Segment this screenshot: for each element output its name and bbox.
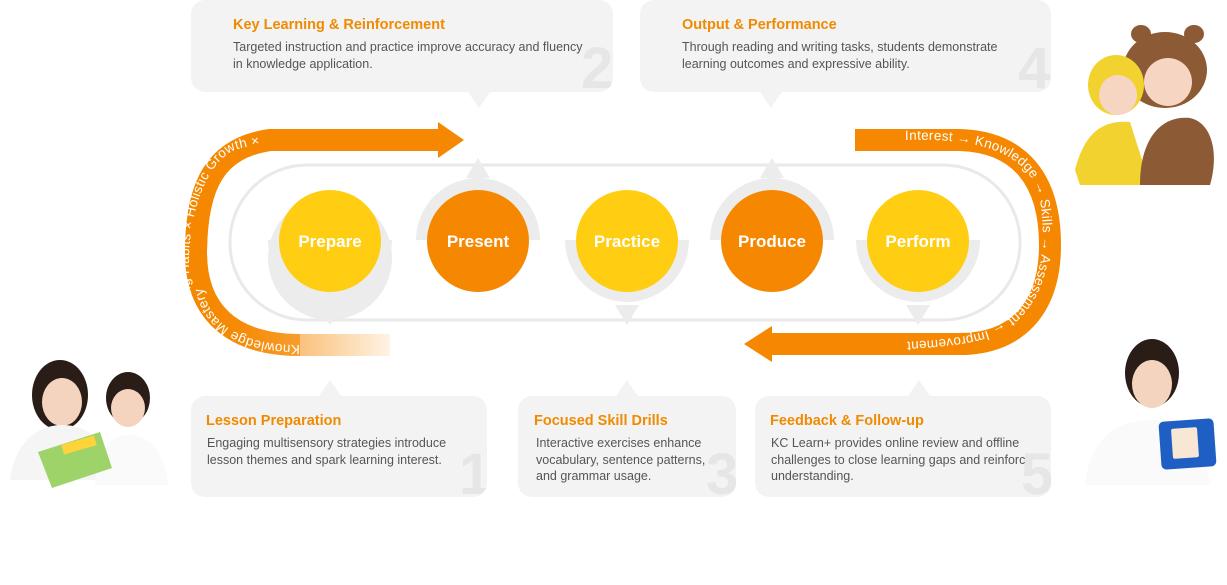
card-title: Focused Skill Drills bbox=[534, 413, 668, 429]
step-number: 2 bbox=[581, 36, 613, 93]
svg-text:Prepare: Prepare bbox=[298, 232, 361, 251]
card-description: Targeted instruction and practice improv… bbox=[233, 40, 583, 71]
card-title: Feedback & Follow-up bbox=[770, 413, 924, 429]
kids-in-costumes-photo bbox=[1075, 25, 1214, 185]
girl-with-tablet-photo bbox=[1085, 339, 1217, 485]
card-feedback: Feedback & Follow-up KC Learn+ provides … bbox=[755, 396, 1051, 497]
svg-text:Produce: Produce bbox=[738, 232, 806, 251]
svg-text:Perform: Perform bbox=[885, 232, 950, 251]
card-description: KC Learn+ provides online review and off… bbox=[771, 436, 1033, 483]
step-number: 3 bbox=[706, 442, 736, 498]
card-title: Key Learning & Reinforcement bbox=[233, 17, 445, 33]
card-lesson-preparation: Lesson Preparation Engaging multisensory… bbox=[191, 396, 487, 497]
card-title: Lesson Preparation bbox=[206, 413, 342, 429]
step-number: 1 bbox=[459, 442, 487, 498]
card-focused-skill-drills: Focused Skill Drills Interactive exercis… bbox=[518, 396, 736, 497]
arrowhead-left bbox=[744, 326, 772, 362]
stage-practice: Practice bbox=[576, 190, 678, 292]
stage-prepare: Prepare bbox=[279, 190, 381, 292]
stage-present: Present bbox=[427, 190, 529, 292]
svg-text:Present: Present bbox=[447, 232, 510, 251]
card-description: Interactive exercises enhance vocabulary… bbox=[536, 436, 706, 483]
card-description: Through reading and writing tasks, stude… bbox=[682, 40, 998, 71]
teacher-child-reading-photo bbox=[10, 360, 168, 488]
stage-produce: Produce bbox=[721, 190, 823, 292]
step-number: 5 bbox=[1021, 442, 1051, 498]
card-pointer bbox=[760, 92, 782, 108]
card-pointer bbox=[908, 380, 930, 396]
arrowhead-right bbox=[438, 122, 464, 158]
step-number: 4 bbox=[1018, 36, 1051, 93]
svg-text:Practice: Practice bbox=[594, 232, 660, 251]
loop-right-arrow bbox=[770, 129, 1062, 355]
card-key-learning: Key Learning & Reinforcement Targeted in… bbox=[191, 0, 613, 92]
stage-perform: Perform bbox=[867, 190, 969, 292]
card-pointer bbox=[468, 92, 490, 108]
card-pointer bbox=[616, 380, 638, 396]
card-description: Engaging multisensory strategies introdu… bbox=[207, 436, 447, 467]
card-pointer bbox=[319, 380, 341, 396]
card-output: Output & Performance Through reading and… bbox=[640, 0, 1051, 92]
card-title: Output & Performance bbox=[682, 17, 837, 33]
